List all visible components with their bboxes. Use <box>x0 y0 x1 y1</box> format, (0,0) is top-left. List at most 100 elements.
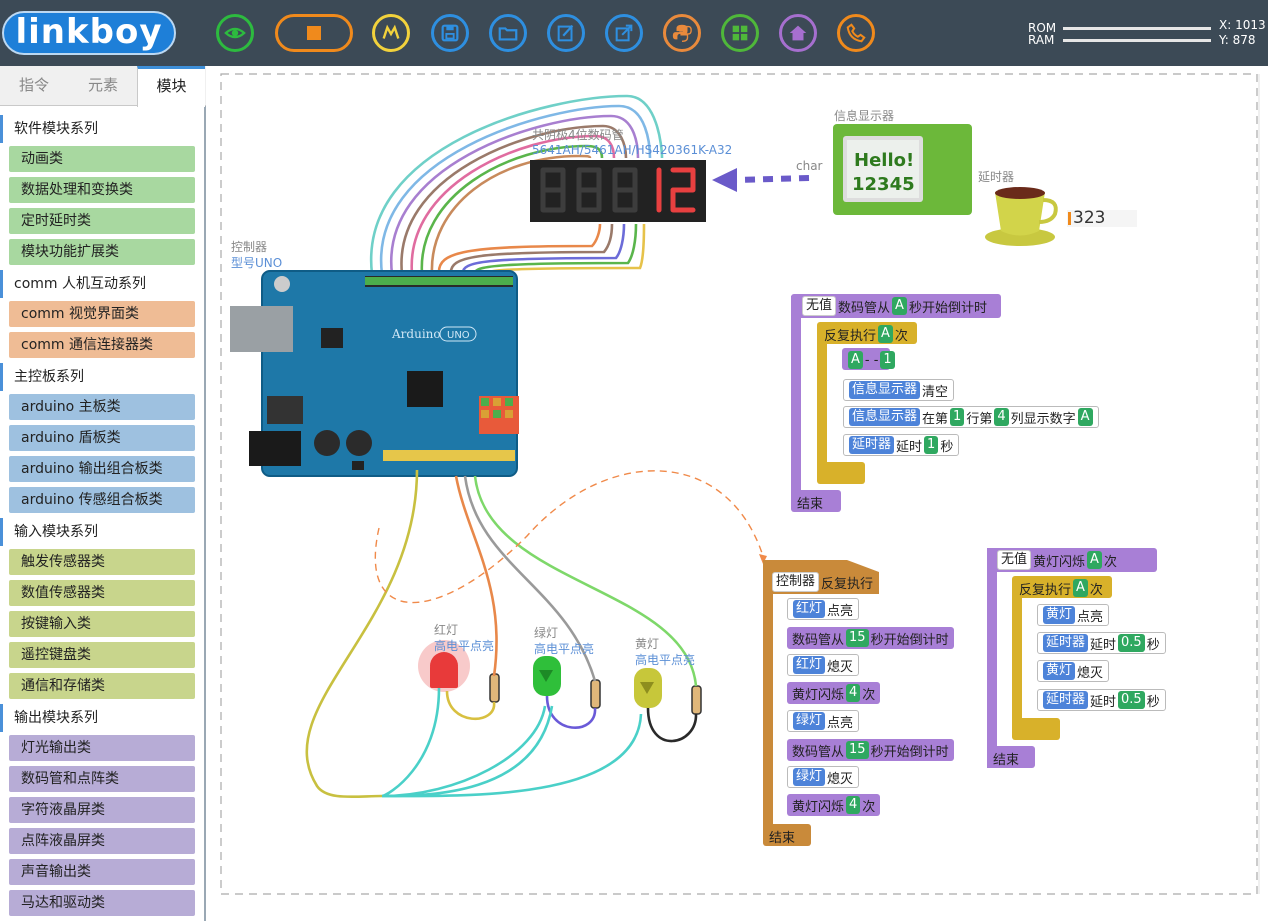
loop-tail: 次 <box>894 328 908 344</box>
category-item[interactable]: 动画类 <box>9 146 195 172</box>
blink-func-header[interactable]: 无值 黄灯闪烁 A 次 <box>992 549 1122 571</box>
category-item[interactable]: 字符液晶屏类 <box>9 797 195 823</box>
m5-obj[interactable]: 绿灯 <box>793 712 826 730</box>
m1-obj[interactable]: 红灯 <box>793 600 826 618</box>
category-item[interactable]: 模块功能扩展类 <box>9 239 195 265</box>
main-step-2[interactable]: 数码管从 15 秒开始倒计时 <box>787 627 954 649</box>
category-item[interactable]: 数值传感器类 <box>9 580 195 606</box>
main-step-8[interactable]: 黄灯闪烁 4 次 <box>787 794 881 816</box>
m7-obj[interactable]: 绿灯 <box>793 768 826 786</box>
category-item[interactable]: 灯光输出类 <box>9 735 195 761</box>
category-item[interactable]: 声音输出类 <box>9 859 195 885</box>
loop-var[interactable]: A <box>878 325 893 343</box>
stop-button[interactable] <box>275 14 353 52</box>
blink-step-3[interactable]: 黄灯 熄灭 <box>1037 660 1110 682</box>
dec-value[interactable]: 1 <box>880 351 895 369</box>
m2-n[interactable]: 15 <box>846 629 869 647</box>
main-step-4[interactable]: 黄灯闪烁 4 次 <box>787 682 881 704</box>
category-item[interactable]: 马达和驱动类 <box>9 890 195 916</box>
info-display <box>833 124 972 215</box>
green-led-label: 绿灯 <box>534 626 559 640</box>
category-item[interactable]: 遥控键盘类 <box>9 642 195 668</box>
phone-icon[interactable] <box>837 14 875 52</box>
category-item[interactable]: 按键输入类 <box>9 611 195 637</box>
category-item[interactable]: comm 通信连接器类 <box>9 332 195 358</box>
countdown-func-header[interactable]: 无值 数码管从 A 秒开始倒计时 <box>797 295 992 317</box>
m4-n[interactable]: 4 <box>846 684 861 702</box>
main-obj[interactable]: 控制器 <box>772 572 820 592</box>
m6-n[interactable]: 15 <box>846 741 869 759</box>
main-step-6[interactable]: 数码管从 15 秒开始倒计时 <box>787 739 954 761</box>
show-obj[interactable]: 信息显示器 <box>849 408 921 426</box>
main-step-1[interactable]: 红灯 点亮 <box>787 598 860 620</box>
m8-tail: 次 <box>862 799 876 815</box>
fn2-name: 黄灯闪烁 <box>1033 554 1086 570</box>
delay-obj[interactable]: 延时器 <box>849 436 895 454</box>
main-step-7[interactable]: 绿灯 熄灭 <box>787 766 860 788</box>
dec-var[interactable]: A <box>848 351 863 369</box>
m8-n[interactable]: 4 <box>846 796 861 814</box>
category-item[interactable]: 数据处理和变换类 <box>9 177 195 203</box>
y3-obj[interactable]: 黄灯 <box>1043 662 1076 680</box>
m3-obj[interactable]: 红灯 <box>793 656 826 674</box>
category-item[interactable]: 定时延时类 <box>9 208 195 234</box>
stop-icon <box>307 26 321 40</box>
loop-kw: 反复执行 <box>824 328 877 344</box>
eye-icon[interactable] <box>216 14 254 52</box>
delay-block[interactable]: 延时器 延时 1 秒 <box>843 434 960 456</box>
home-icon[interactable] <box>779 14 817 52</box>
main-step-3[interactable]: 红灯 熄灭 <box>787 654 860 676</box>
blink-loop[interactable]: 反复执行 A 次 <box>1014 577 1108 599</box>
loop-block[interactable]: 反复执行 A 次 <box>819 323 913 345</box>
blink-step-2[interactable]: 延时器 延时 0.5 秒 <box>1037 632 1166 654</box>
y4-obj[interactable]: 延时器 <box>1043 691 1089 709</box>
clear-block[interactable]: 信息显示器 清空 <box>843 379 955 401</box>
decrement-block[interactable]: A - - 1 <box>843 349 900 371</box>
y2-obj[interactable]: 延时器 <box>1043 634 1089 652</box>
folder-icon[interactable] <box>489 14 527 52</box>
y2-n[interactable]: 0.5 <box>1118 634 1145 652</box>
tab-modules[interactable]: 模块 <box>137 66 205 107</box>
m5-act: 点亮 <box>827 715 854 731</box>
fn2-param[interactable]: A <box>1087 551 1102 569</box>
tab-instructions[interactable]: 指令 <box>18 76 49 94</box>
info-label: 信息显示器 <box>834 109 895 123</box>
grid-icon[interactable] <box>721 14 759 52</box>
tab-elements[interactable]: 元素 <box>87 76 118 94</box>
blink-step-1[interactable]: 黄灯 点亮 <box>1037 604 1110 626</box>
return-type[interactable]: 无值 <box>802 296 837 316</box>
fn2-ret[interactable]: 无值 <box>997 550 1032 570</box>
blink-step-4[interactable]: 延时器 延时 0.5 秒 <box>1037 689 1166 711</box>
edit-icon[interactable] <box>547 14 585 52</box>
show-row[interactable]: 1 <box>950 408 965 426</box>
show-number-block[interactable]: 信息显示器 在第 1 行第 4 列显示数字 A <box>843 406 1099 428</box>
blink-end-block: 结束 <box>993 752 1020 768</box>
save-icon[interactable] <box>431 14 469 52</box>
y4-t: 延时 <box>1090 694 1117 710</box>
delay-n[interactable]: 1 <box>924 436 939 454</box>
category-item[interactable]: arduino 主板类 <box>9 394 195 420</box>
design-canvas[interactable]: Arduino UNO <box>207 66 1268 921</box>
timer-teacup <box>985 187 1058 246</box>
category-item[interactable]: 数码管和点阵类 <box>9 766 195 792</box>
clear-obj[interactable]: 信息显示器 <box>849 381 921 399</box>
export-icon[interactable] <box>605 14 643 52</box>
func-param[interactable]: A <box>892 297 907 315</box>
rom-label: ROM <box>1028 21 1057 35</box>
main-step-5[interactable]: 绿灯 点亮 <box>787 710 860 732</box>
category-item[interactable]: comm 视觉界面类 <box>9 301 195 327</box>
motorola-icon[interactable] <box>372 14 410 52</box>
main-loop-header[interactable]: 控制器 反复执行 <box>767 571 878 593</box>
loop2-var[interactable]: A <box>1073 579 1088 597</box>
y1-obj[interactable]: 黄灯 <box>1043 606 1076 624</box>
show-value[interactable]: A <box>1077 408 1093 426</box>
category-item[interactable]: 通信和存储类 <box>9 673 195 699</box>
category-item[interactable]: arduino 传感组合板类 <box>9 487 195 513</box>
category-item[interactable]: 点阵液晶屏类 <box>9 828 195 854</box>
category-item[interactable]: arduino 盾板类 <box>9 425 195 451</box>
y4-n[interactable]: 0.5 <box>1118 691 1145 709</box>
python-icon[interactable] <box>663 14 701 52</box>
show-col[interactable]: 4 <box>994 408 1009 426</box>
category-item[interactable]: arduino 输出组合板类 <box>9 456 195 482</box>
category-item[interactable]: 触发传感器类 <box>9 549 195 575</box>
